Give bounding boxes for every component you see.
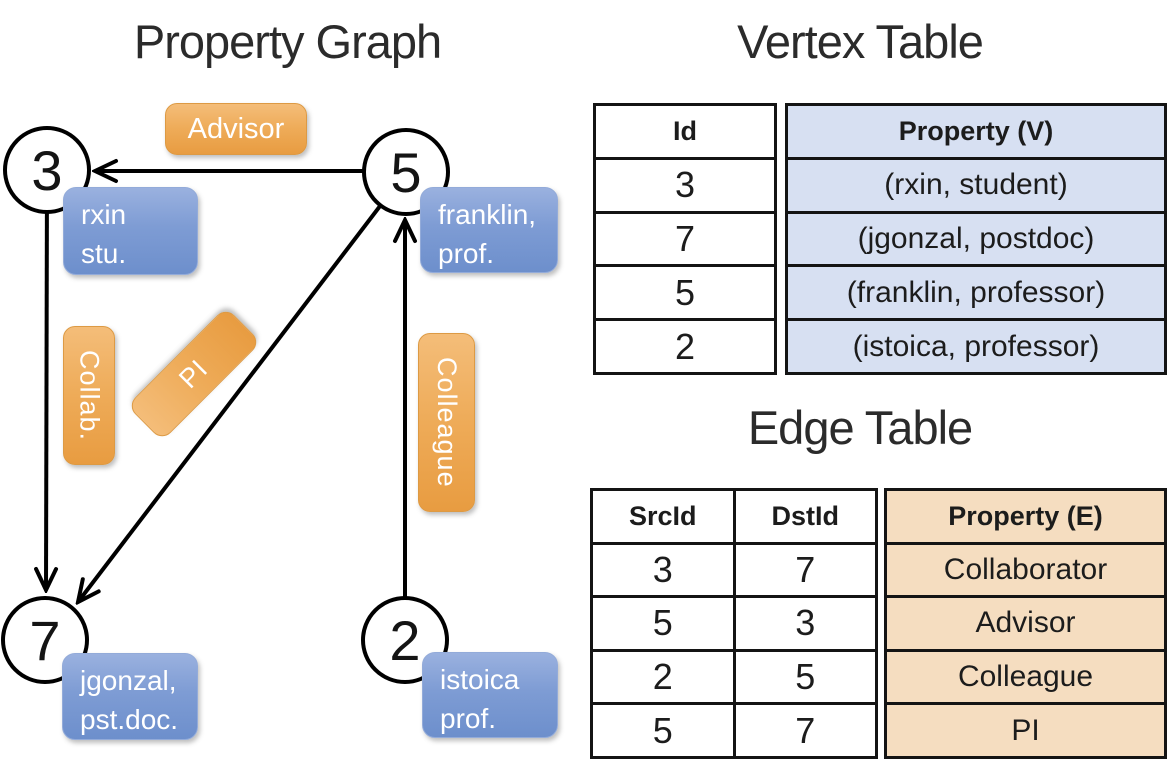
vertex-property-line: jgonzal, xyxy=(80,665,177,696)
vertex-circle-3: 3 xyxy=(3,126,91,214)
vertex-property-cell: (rxin, student) xyxy=(884,168,1068,202)
edge-srcid-cell: 3 xyxy=(652,548,673,590)
edge-srcid-cell: 5 xyxy=(652,709,673,751)
edge-label-colleague: Colleague xyxy=(418,333,475,512)
edge-dstid-cell: 7 xyxy=(732,544,876,596)
table-row: (rxin, student) xyxy=(788,160,1164,214)
edge-property-cell: PI xyxy=(1011,713,1040,747)
vertex-id: 2 xyxy=(389,608,421,672)
vertex-id-cell: 2 xyxy=(674,325,696,367)
table-row: Collaborator xyxy=(887,545,1164,599)
edge-srcid-cell: 2 xyxy=(652,656,673,698)
vertex-table-property-column: Property (V) (rxin, student) (jgonzal, p… xyxy=(785,103,1167,375)
vertex-table-header-property: Property (V) xyxy=(898,115,1054,146)
table-row: (istoica, professor) xyxy=(788,321,1164,372)
edge-arrow-5-to-7 xyxy=(78,170,408,602)
table-row: (jgonzal, postdoc) xyxy=(788,214,1164,268)
table-row: 5 7 xyxy=(593,705,875,756)
edge-label-pi-text: PI xyxy=(173,353,214,394)
edge-table-title: Edge Table xyxy=(747,401,973,454)
vertex-property-box-7: jgonzal, pst.doc. xyxy=(62,653,198,740)
vertex-property-box-5: franklin, prof. xyxy=(420,187,558,273)
vertex-property-cell: (jgonzal, postdoc) xyxy=(857,221,1095,255)
edge-table-header-property: Property (E) xyxy=(948,500,1103,531)
vertex-id: 7 xyxy=(29,608,61,672)
edge-table-property-column: Property (E) Collaborator Advisor Collea… xyxy=(884,488,1167,759)
vertex-property-box-2: istoica prof. xyxy=(422,652,558,738)
vertex-table-header-id: Id xyxy=(673,115,697,146)
table-row: 3 7 xyxy=(593,544,876,599)
vertex-property-line: pst.doc. xyxy=(80,703,179,735)
table-row: PI xyxy=(887,705,1164,756)
vertex-table-id-column: Id 3 7 5 2 xyxy=(593,103,777,375)
edge-dstid-cell: 3 xyxy=(732,598,876,649)
table-row: 2 5 xyxy=(593,651,876,706)
table-row: 5 3 xyxy=(593,598,875,652)
edge-table-header-srcid: SrcId xyxy=(628,500,697,531)
table-row: Advisor xyxy=(887,598,1164,652)
table-row: 3 xyxy=(596,160,774,214)
edge-property-cell: Collaborator xyxy=(943,552,1108,586)
edge-dstid-cell: 7 xyxy=(732,705,876,756)
property-graph-title: Property Graph xyxy=(133,15,442,68)
table-row: 2 xyxy=(596,321,774,372)
table-row: Colleague xyxy=(887,652,1164,706)
edge-table-header-dstid: DstId xyxy=(732,491,876,542)
vertex-property-cell: (franklin, professor) xyxy=(846,275,1106,309)
vertex-property-line: stu. xyxy=(81,237,127,269)
edge-srcid-cell: 5 xyxy=(652,602,673,644)
vertex-property-cell: (istoica, professor) xyxy=(852,329,1100,363)
vertex-property-line: rxin xyxy=(81,199,127,230)
table-header-row: SrcId DstId xyxy=(593,491,875,545)
table-header-row: Property (E) xyxy=(887,491,1164,545)
edge-label-advisor: Advisor xyxy=(165,103,307,155)
edge-label-colleague-text: Colleague xyxy=(432,357,462,488)
edge-dstid-cell: 5 xyxy=(732,651,876,703)
table-row: 7 xyxy=(596,214,774,268)
edge-label-collab: Collab. xyxy=(63,326,115,465)
vertex-property-line: franklin, xyxy=(438,199,537,230)
vertex-id-cell: 5 xyxy=(674,271,696,313)
table-header-row: Id xyxy=(596,106,774,160)
table-header-row: Property (V) xyxy=(788,106,1164,160)
edge-arrow-3-to-7 xyxy=(46,169,47,590)
vertex-id: 5 xyxy=(390,140,422,204)
edge-label-advisor-text: Advisor xyxy=(187,112,285,145)
edge-property-cell: Colleague xyxy=(957,660,1094,694)
edge-label-collab-text: Collab. xyxy=(74,349,105,442)
edge-table-id-columns: SrcId DstId 3 7 5 3 2 5 5 7 xyxy=(590,488,878,759)
vertex-property-line: istoica xyxy=(440,664,520,695)
vertex-property-box-3: rxin stu. xyxy=(63,187,198,275)
table-row: 5 xyxy=(596,267,774,322)
table-row: (franklin, professor) xyxy=(788,267,1164,322)
vertex-property-line: prof. xyxy=(440,702,497,734)
vertex-id: 3 xyxy=(31,138,63,202)
vertex-table-title: Vertex Table xyxy=(737,15,984,68)
vertex-property-line: prof. xyxy=(438,237,495,269)
vertex-id-cell: 7 xyxy=(674,217,696,259)
edge-property-cell: Advisor xyxy=(975,606,1076,640)
vertex-id-cell: 3 xyxy=(674,164,696,206)
